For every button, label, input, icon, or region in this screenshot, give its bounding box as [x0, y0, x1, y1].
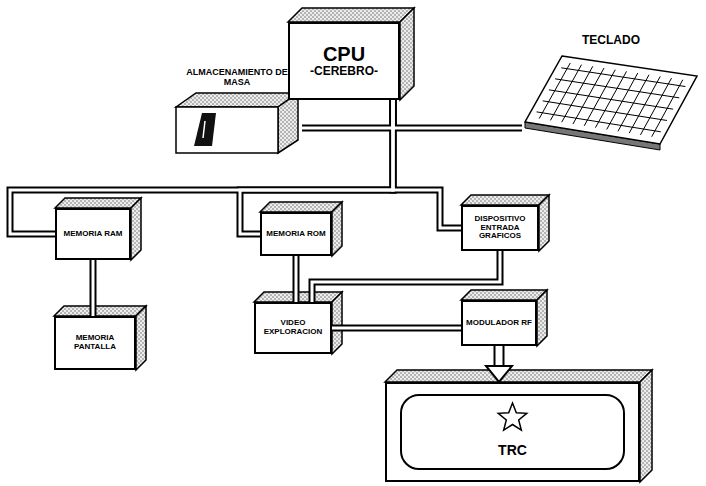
graphics-input-box: DISPOSITIVO ENTRADA GRAFICOS: [461, 205, 539, 251]
mass-storage: ALMACENAMIENTO DE MASA: [172, 68, 302, 156]
keyboard-face: [525, 56, 697, 144]
crt-monitor: TRC: [385, 382, 640, 482]
node-label: ALMACENAMIENTO DE MASA: [177, 68, 297, 88]
ram-box: MEMORIA RAM: [55, 208, 131, 260]
bus-connector-core: [496, 346, 503, 366]
arrow-heads: [486, 366, 512, 382]
rf-modulator-box: MODULADOR RF: [461, 300, 537, 346]
node-label: VIDEO EXPLORACION: [259, 319, 327, 337]
bus-connector: [293, 256, 300, 302]
crt-screen: [401, 395, 624, 469]
bus-connector: [494, 346, 505, 366]
cpu-box: CPU-CEREBRO-: [288, 22, 400, 100]
box-side-face: [136, 306, 146, 370]
node-label: MODULADOR RF: [466, 319, 532, 328]
key-grid: [543, 101, 667, 121]
bus-connector: [393, 100, 461, 228]
node-label: TECLADO: [582, 34, 640, 47]
key-grid: [537, 112, 661, 132]
key-grid: [555, 79, 679, 98]
box-side-face: [332, 202, 342, 256]
bus-connector-core: [302, 100, 393, 128]
bus-connector-core: [295, 256, 298, 302]
keyboard-picture: [522, 54, 700, 152]
box-top-face: [461, 195, 549, 205]
video-scan-box: VIDEO EXPLORACION: [254, 302, 332, 354]
star-symbol: [498, 403, 527, 430]
box-side-face: [400, 8, 414, 100]
node-label: DISPOSITIVO ENTRADA GRAFICOS: [466, 215, 534, 241]
node-label: CPU: [323, 43, 365, 65]
node-label: MEMORIA RAM: [64, 230, 123, 239]
key-grid: [549, 90, 673, 109]
node-sublabel: -CEREBRO-: [310, 65, 378, 78]
bus-connector-core: [312, 251, 500, 302]
box-side-face: [539, 195, 549, 251]
drive-picture: [172, 91, 302, 156]
box-top-face: [288, 8, 414, 22]
bus-connector-core: [92, 260, 95, 316]
box-side-face: [332, 292, 342, 354]
keyboard: TECLADO: [522, 34, 700, 152]
bus-connector: [302, 100, 393, 128]
bus-connector-core: [332, 327, 461, 330]
key-grid: [561, 68, 685, 87]
box-top-face: [54, 306, 146, 316]
bus-connector: [312, 251, 500, 302]
box-top-face: [461, 290, 547, 300]
bus-connector: [332, 325, 461, 332]
drive-side: [278, 93, 298, 153]
node-label: TRC: [498, 443, 527, 458]
box-top-face: [55, 198, 141, 208]
monitor-picture: [385, 382, 640, 482]
bus-connector-core: [393, 100, 522, 128]
box-side-face: [131, 198, 141, 260]
box-top-face: [385, 370, 652, 382]
box-side-face: [537, 290, 547, 346]
screen-memory-box: MEMORIA PANTALLA: [54, 316, 136, 370]
box-top-face: [260, 202, 342, 212]
rom-box: MEMORIA ROM: [260, 212, 332, 256]
node-label: MEMORIA ROM: [266, 230, 325, 239]
disk-slot: [194, 113, 216, 146]
drive-front: [176, 107, 278, 153]
bus-connector: [90, 260, 97, 316]
monitor-case: [386, 383, 639, 481]
disk-slot-mark: [203, 121, 205, 138]
arrow-head: [486, 366, 512, 382]
box-side-face: [640, 370, 652, 482]
bus-connector: [393, 100, 522, 128]
node-label: MEMORIA PANTALLA: [59, 334, 131, 352]
bus-connector-core: [393, 100, 461, 228]
